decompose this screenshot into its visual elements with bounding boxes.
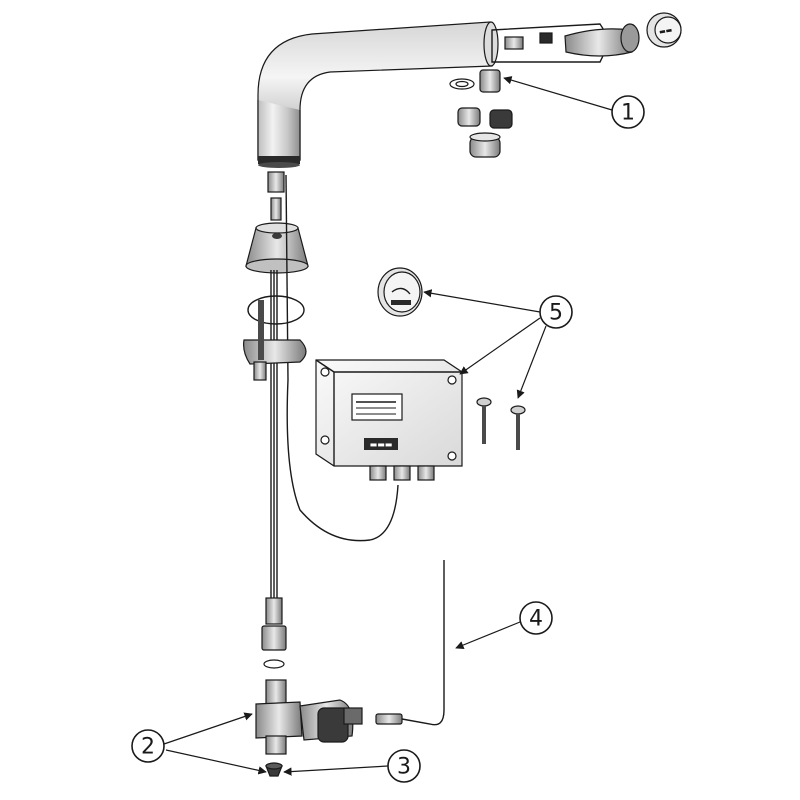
callout-3-number: 3 — [397, 755, 411, 780]
connection-hose-assembly — [243, 171, 309, 669]
control-box: ▬▬▬ — [315, 359, 463, 481]
callout-3: 3 — [387, 749, 421, 783]
spout-insert-parts: ▬▬ — [491, 12, 682, 63]
svg-text:▬▬▬: ▬▬▬ — [370, 440, 393, 449]
sensor-badge — [377, 267, 423, 317]
callout-4-number: 4 — [529, 607, 543, 632]
callout-5-number: 5 — [549, 301, 563, 326]
control-cable — [401, 560, 445, 726]
aerator-set — [449, 69, 513, 158]
solenoid-valve — [255, 560, 445, 755]
mounting-screws — [476, 397, 526, 450]
faucet-spout — [257, 21, 499, 168]
callout-2: 2 — [131, 729, 165, 763]
callout-1: 1 — [611, 95, 645, 129]
callout-4: 4 — [519, 601, 553, 635]
callout-2-number: 2 — [141, 735, 155, 760]
svg-text:▬▬: ▬▬ — [658, 26, 672, 36]
callout-1-number: 1 — [621, 101, 635, 126]
strainer-filter — [265, 762, 283, 777]
sensor-cable — [286, 379, 399, 542]
callout-5: 5 — [539, 295, 573, 329]
leader-lines — [163, 76, 613, 776]
